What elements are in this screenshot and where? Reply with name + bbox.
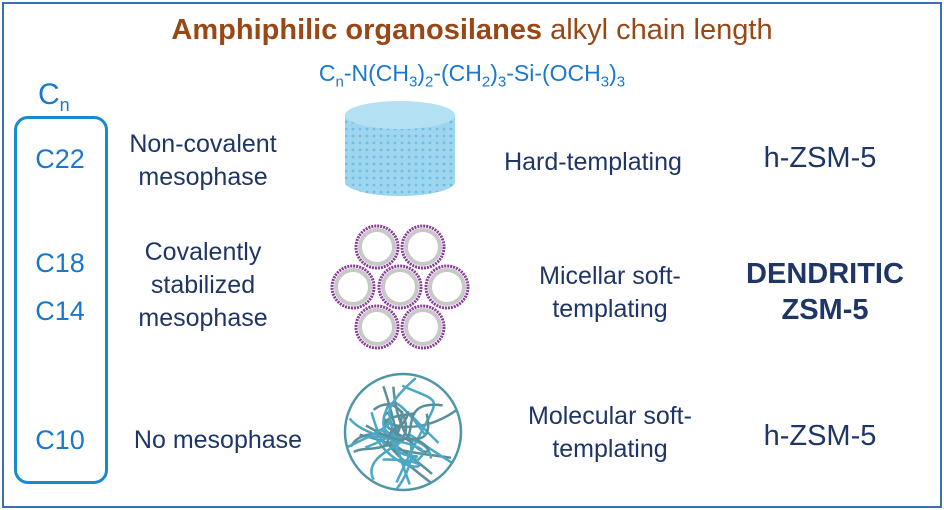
templating-2: Micellar soft-templating (539, 262, 681, 323)
title: Amphiphilic organosilanes alkyl chain le… (171, 14, 773, 46)
coil-strand (388, 432, 419, 465)
micelle (424, 264, 470, 310)
micelle (377, 264, 423, 310)
templating-1: Hard-templating (504, 148, 682, 176)
cn-label: Cn (38, 78, 70, 115)
mesophase-3: No mesophase (133, 426, 303, 454)
micelle (400, 224, 446, 270)
templating-3: Molecular soft-templating (528, 402, 692, 463)
coil-outline (343, 372, 463, 492)
result-2: DENDRITIC ZSM-5 (746, 258, 904, 326)
micelle (354, 224, 400, 270)
result-1: h-ZSM-5 (763, 142, 877, 174)
micelle (354, 304, 400, 350)
chain-c10: C10 (35, 425, 85, 455)
micelle (330, 264, 376, 310)
result-3: h-ZSM-5 (763, 420, 877, 452)
molecular-coil-icon (343, 372, 463, 492)
chain-c14: C14 (35, 296, 85, 326)
mesophase-2: Covalently stabilized mesophase (138, 238, 268, 332)
coil-strand (348, 417, 425, 463)
chain-c22: C22 (35, 144, 85, 174)
mesophase-1: Non-covalent mesophase (129, 130, 277, 191)
coil-strand (347, 377, 417, 448)
chain-bracket (14, 116, 108, 484)
chain-c18: C18 (35, 248, 85, 278)
coil-strand (365, 403, 443, 442)
formula: Cn-N(CH3)2-(CH2)3-Si-(OCH3)3 (318, 60, 626, 91)
micelle (400, 304, 446, 350)
micelle-array-icon (330, 224, 470, 350)
porous-cylinder-icon (345, 101, 455, 196)
